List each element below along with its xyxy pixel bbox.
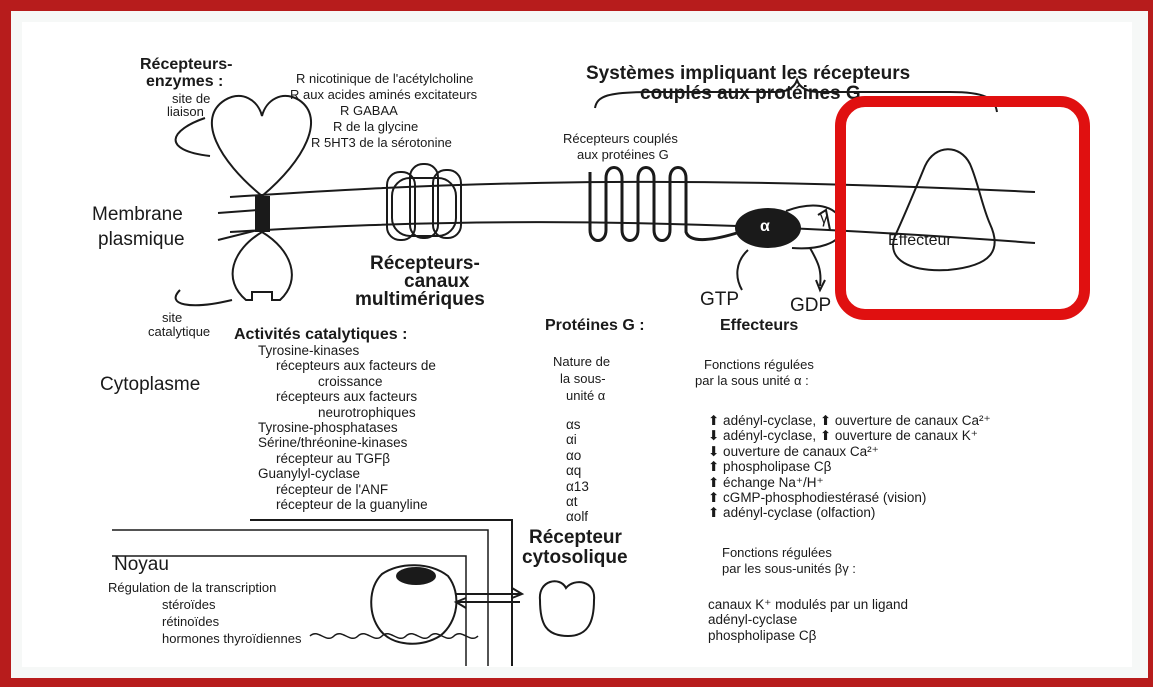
alpha-nature-line1: Nature de <box>553 355 610 368</box>
channel-receptor-2: R aux acides aminés excitateurs <box>290 88 477 101</box>
alpha-function-item: ⬆ adényl-cyclase (olfaction) <box>708 506 991 521</box>
g-proteins-title: Protéines G : <box>545 318 645 334</box>
catalytic-line: récepteur de la guanyline <box>276 498 436 513</box>
alpha-subunit-label: α <box>760 219 770 235</box>
gamma-subunit-label: γ <box>820 211 828 227</box>
channel-receptor-4: R de la glycine <box>333 120 418 133</box>
channel-receptor-1: R nicotinique de l'acétylcholine <box>296 72 473 85</box>
g-alpha-subunit: α13 <box>566 480 589 495</box>
membrane-label-line2: plasmique <box>98 230 185 249</box>
dna-squiggle <box>310 634 478 639</box>
bg-function-item: phospholipase Cβ <box>708 629 908 644</box>
catalytic-line: récepteurs aux facteurs <box>276 390 436 405</box>
header-title-line1: Systèmes impliquant les récepteurs <box>586 64 910 83</box>
alpha-function-item: ⬆ phospholipase Cβ <box>708 460 991 475</box>
catalytic-line: récepteurs aux facteurs de <box>276 359 436 374</box>
nucleus-title: Noyau <box>114 555 169 574</box>
bg-functions-list: canaux K⁺ modulés par un ligand adényl-c… <box>708 598 908 644</box>
alpha-function-item: ⬆ cGMP-phosphodiestérasé (vision) <box>708 491 991 506</box>
cytoplasm-label: Cytoplasme <box>100 375 200 394</box>
g-alpha-subunit: αi <box>566 433 589 448</box>
binding-site-line2: liaison <box>167 105 204 118</box>
alpha-function-item: ⬇ adényl-cyclase, ⬆ ouverture de canaux … <box>708 429 991 444</box>
catalytic-site-line1: site <box>162 311 182 324</box>
effectors-title: Effecteurs <box>720 318 798 334</box>
alpha-functions-head-line1: Fonctions régulées <box>704 358 814 371</box>
bg-functions-head-line1: Fonctions régulées <box>722 546 832 559</box>
cytosolic-receptor-shape <box>540 581 594 636</box>
ion-channel-shape <box>387 164 461 240</box>
catalytic-line: neurotrophiques <box>318 406 436 421</box>
nucleus-line: hormones thyroïdiennes <box>162 632 301 645</box>
alpha-nature-line2: la sous- <box>560 372 606 385</box>
catalytic-line: croissance <box>318 375 436 390</box>
nucleus-line: Régulation de la transcription <box>108 581 276 594</box>
gpcr-label-line1: Récepteurs couplés <box>563 132 678 145</box>
catalytic-activities-title: Activités catalytiques : <box>234 327 407 343</box>
gpcr-serpentine <box>590 168 740 241</box>
g-alpha-subunit-list: αs αi αo αq α13 αt αolf <box>566 418 589 526</box>
alpha-functions-list: ⬆ adényl-cyclase, ⬆ ouverture de canaux … <box>708 414 991 522</box>
binding-site-pointer <box>176 118 210 156</box>
catalytic-line: Tyrosine-phosphatases <box>258 421 436 436</box>
gtp-label: GTP <box>700 290 739 309</box>
g-alpha-subunit: αolf <box>566 510 589 525</box>
channel-receptors-title-line3: multimériques <box>355 290 485 309</box>
nucleus-dark-spot <box>396 567 436 585</box>
g-alpha-subunit: αo <box>566 449 589 464</box>
receptor-enzyme-heart <box>212 96 311 196</box>
gpcr-label-line2: aux protéines G <box>577 148 669 161</box>
catalytic-line: Tyrosine-kinases <box>258 344 436 359</box>
channel-receptor-3: R GABAA <box>340 104 398 117</box>
alpha-functions-head-line2: par la sous unité α : <box>695 374 809 387</box>
g-alpha-subunit: αq <box>566 464 589 479</box>
nucleus-line: stéroïdes <box>162 598 215 611</box>
bg-function-item: canaux K⁺ modulés par un ligand <box>708 598 908 613</box>
channel-receptor-5: R 5HT3 de la sérotonine <box>311 136 452 149</box>
effector-highlight-box <box>835 96 1090 320</box>
catalytic-line: Sérine/thréonine-kinases <box>258 436 436 451</box>
nucleus-line: rétinoïdes <box>162 615 219 628</box>
bg-function-item: adényl-cyclase <box>708 613 908 628</box>
catalytic-activities-list: Tyrosine-kinases récepteurs aux facteurs… <box>258 344 436 513</box>
g-alpha-subunit: αt <box>566 495 589 510</box>
membrane-label-line1: Membrane <box>92 205 183 224</box>
g-alpha-subunit: αs <box>566 418 589 433</box>
receptor-enzyme-catalytic <box>233 232 292 300</box>
alpha-function-item: ⬇ ouverture de canaux Ca²⁺ <box>708 445 991 460</box>
gtp-arrow <box>737 250 748 290</box>
header-title-line2: couplés aux protéines G <box>640 84 861 103</box>
cytosolic-receptor-title-line1: Récepteur <box>529 528 622 547</box>
receptor-transmembrane-segment <box>255 196 270 232</box>
alpha-function-item: ⬆ échange Na⁺/H⁺ <box>708 476 991 491</box>
catalytic-site-pointer <box>176 290 232 305</box>
receptor-enzymes-title-line1: Récepteurs- <box>140 57 232 73</box>
catalytic-line: récepteur de l'ANF <box>276 483 436 498</box>
catalytic-line: Guanylyl-cyclase <box>258 467 436 482</box>
catalytic-line: récepteur au TGFβ <box>276 452 436 467</box>
catalytic-site-line2: catalytique <box>148 325 210 338</box>
gdp-label: GDP <box>790 296 831 315</box>
receptor-enzymes-title-line2: enzymes : <box>146 74 223 90</box>
alpha-function-item: ⬆ adényl-cyclase, ⬆ ouverture de canaux … <box>708 414 991 429</box>
cytosolic-receptor-title-line2: cytosolique <box>522 548 628 567</box>
alpha-nature-line3: unité α <box>566 389 605 402</box>
bg-functions-head-line2: par les sous-unités βγ : <box>722 562 856 575</box>
